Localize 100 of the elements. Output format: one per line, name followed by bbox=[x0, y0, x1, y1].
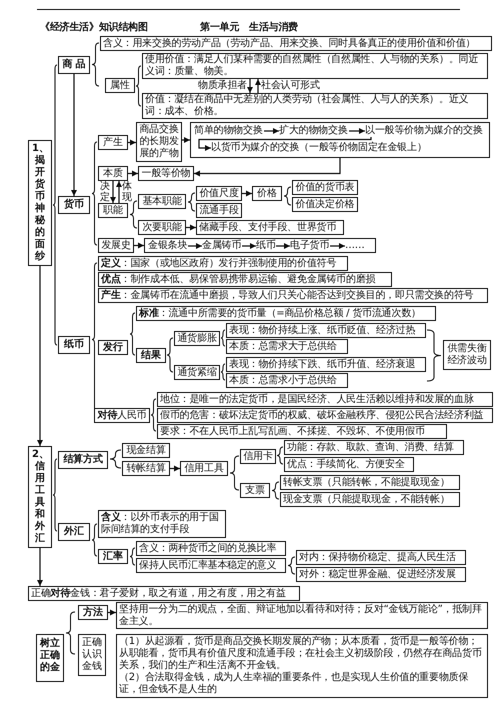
flow-box bbox=[190, 122, 490, 158]
content-box: 支票 bbox=[240, 483, 270, 498]
content-box: 含义：用来交换的劳动产品（劳动产品、用来交换、同时具备真正的使用价值和价值） bbox=[100, 36, 492, 51]
arrow bbox=[170, 466, 180, 472]
arrow bbox=[330, 243, 345, 249]
content-box: 表现：物价持续下跌、纸币升值、经济衰退 bbox=[226, 357, 426, 372]
content-box: 假币的危害：破坏法定货币的权威、破坏金融秩序、侵犯公民合法经济利益 bbox=[157, 408, 493, 423]
arrow bbox=[108, 610, 116, 616]
flow-step: 金银条块 bbox=[148, 240, 188, 252]
arrow bbox=[186, 224, 196, 230]
content-box: 通货膨胀 bbox=[174, 331, 220, 346]
content-box: 坚持用一分为二的观点，全面、辩证地加以看待和对待；反对“金钱万能论”，抵制拜金主义。 bbox=[116, 602, 488, 629]
topic-box: 树立正确的金 bbox=[36, 634, 64, 682]
content-box: 对外：稳定世界金融、促进经济发展 bbox=[296, 567, 466, 582]
flow-step: 金属铸币 bbox=[202, 240, 242, 252]
arrow bbox=[242, 243, 256, 249]
arrow bbox=[128, 140, 136, 146]
edge-label: 社会认可形式 bbox=[261, 80, 320, 92]
content-box: 供需失衡经济波动 bbox=[443, 340, 491, 370]
arrow bbox=[188, 243, 202, 249]
content-box: 使用价值：满足人们某种需要的自然属性（自然属性、人与物的关系）。同近义词：质量、物美。 bbox=[142, 53, 488, 79]
heading-box: 结算方式 bbox=[58, 451, 108, 469]
content-box: 表现：物价持续上涨、纸币贬值、经济过热 bbox=[226, 323, 426, 338]
content-box: 产生：金属铸币在流通中磨损，导致人们只关心能否达到交换目的，即只需交换的符号 bbox=[98, 288, 488, 303]
topic-box: 1、揭开货币神秘的面纱 bbox=[28, 140, 52, 266]
content-box: 现金结算 bbox=[122, 443, 170, 458]
content-box: 发展史 bbox=[98, 238, 134, 253]
topic-box: 2、信用工具和外汇 bbox=[28, 446, 52, 548]
heading-box: 结果 bbox=[136, 348, 166, 363]
content-box: 定义：国家（或地区政府）发行并强制使用的价值符号 bbox=[98, 256, 348, 271]
heading-box: 纸币 bbox=[58, 336, 90, 354]
content-box: 价值尺度 bbox=[196, 186, 242, 201]
content-box: 一般等价物 bbox=[138, 166, 194, 181]
content-box: 转帐支票（只能转帐，不能提取现金） bbox=[280, 475, 460, 490]
content-box: 本质：总需求小于总供给 bbox=[226, 373, 348, 388]
arrow bbox=[198, 137, 372, 151]
flow-step: 简单的物物交换 bbox=[194, 125, 264, 137]
content-box: 正确对待金钱：君子爱财，取之有道，用之有度，用之有益 bbox=[28, 586, 300, 601]
content-box: 职能 bbox=[98, 203, 128, 218]
arrow bbox=[37, 548, 43, 586]
page-title: 《经济生活》知识结构图 bbox=[40, 22, 148, 34]
content-box: 要求：不在人民币上乱写乱画、不揉搓、不毁坏、不使用假币 bbox=[157, 424, 447, 439]
arrow bbox=[264, 128, 279, 134]
flow-step: 以一般等价物为媒介的交换 bbox=[365, 125, 487, 137]
arrow bbox=[110, 181, 116, 203]
content-box: 属性 bbox=[105, 78, 135, 93]
text-box bbox=[116, 634, 488, 698]
flow-step: 电子货币 bbox=[290, 240, 330, 252]
content-box: 地位：是唯一的法定货币，是国民经济、人民生活赖以维持和发展的血脉 bbox=[157, 392, 493, 407]
edge-label: 决定 bbox=[100, 181, 110, 203]
content-box: 商品交换的长期发展的产物 bbox=[136, 122, 182, 162]
heading-box: 外汇 bbox=[58, 523, 90, 541]
paragraph: （2）合法取得金钱，成为人生幸福的重要条件，也是实现人生价值的重要物质保证，但金钱不是人生的 bbox=[119, 672, 470, 696]
content-box: 标准：流通中所需要的货币量（=商品价格总额 / 货币流通次数） bbox=[136, 306, 436, 321]
content-box: 价格 bbox=[252, 186, 282, 201]
content-box: 含义：以外币表示的用于国际间结算的支付手段 bbox=[98, 510, 226, 538]
content-box: 转帐结算 bbox=[122, 461, 170, 476]
edge-label: 物质承担者 bbox=[198, 80, 248, 92]
content-box: 价值：凝结在商品中无差别的人类劳动（社会属性、人与人的关系）。近义词：成本、价格。 bbox=[142, 93, 488, 119]
content-box: 基本职能 bbox=[138, 194, 186, 209]
content-box: 通货紧缩 bbox=[174, 365, 220, 380]
content-box: 流通手段 bbox=[196, 203, 242, 218]
content-box: 优点：制作成本低、易保管易携带易运输、避免金属铸币的磨损 bbox=[98, 272, 392, 287]
content-box: 储藏手段、支付手段、世界货币 bbox=[196, 220, 344, 235]
heading-box: 方法 bbox=[78, 605, 108, 620]
arrow bbox=[37, 266, 43, 446]
content-box: 次要职能 bbox=[138, 220, 186, 235]
unit-title: 第一单元 生活与消费 bbox=[200, 22, 298, 34]
content-box: 信用卡 bbox=[240, 449, 276, 464]
arrow bbox=[276, 243, 290, 249]
content-box: 本质 bbox=[98, 166, 128, 181]
arrow bbox=[116, 181, 122, 203]
flow-step: 纸币 bbox=[256, 240, 276, 252]
content-box: 信用工具 bbox=[180, 461, 228, 476]
arrow bbox=[182, 137, 190, 143]
arrow bbox=[128, 170, 138, 176]
content-box: 价值的货币表 bbox=[292, 180, 358, 195]
content-box: 对内：保持物价稳定、提高人民生活 bbox=[296, 550, 466, 565]
content-box: 优点：手续简化、方便安全 bbox=[284, 457, 414, 472]
arrow bbox=[255, 79, 261, 93]
heading-box: 货币 bbox=[58, 196, 90, 214]
heading-box: 商 品 bbox=[58, 56, 90, 74]
content-box: 现金支票（只能提取现金，不能转帐） bbox=[280, 492, 460, 507]
arrow bbox=[71, 74, 77, 196]
arrow bbox=[349, 128, 365, 134]
flow-step: 扩大的物物交换 bbox=[279, 125, 349, 137]
edge-label: 体现 bbox=[122, 181, 132, 203]
arrow bbox=[194, 158, 341, 176]
heading-box: 发行 bbox=[98, 340, 128, 355]
arrow bbox=[242, 190, 252, 196]
content-box: 本质：总需求大于总供给 bbox=[226, 339, 348, 354]
content-box: 含义：两种货币之间的兑换比率 bbox=[136, 541, 286, 556]
content-box: 保持人民币汇率基本稳定的意义 bbox=[136, 558, 286, 573]
flow-step: 以货币为媒介的交换（一般等价物固定在金银上） bbox=[211, 142, 435, 154]
heading-box: 汇率 bbox=[98, 549, 128, 564]
content-box: 价值决定价格 bbox=[292, 197, 358, 212]
flow-step: …… bbox=[345, 240, 369, 252]
topic-box: 正确认识金钱 bbox=[78, 634, 106, 676]
content-box: 产生 bbox=[98, 135, 128, 150]
arrow bbox=[134, 242, 144, 248]
